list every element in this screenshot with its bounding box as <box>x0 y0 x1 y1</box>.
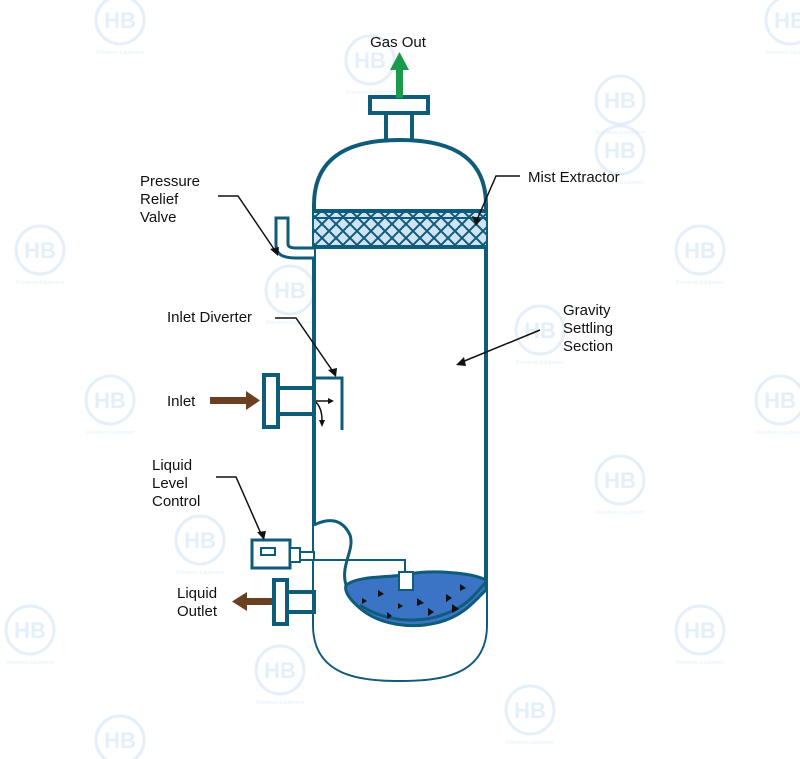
svg-text:HB: HB <box>774 8 800 33</box>
watermark-logo: HB Petroleum Equipment <box>174 514 226 576</box>
svg-text:Petroleum Equipment: Petroleum Equipment <box>596 180 645 186</box>
svg-text:Petroleum Equipment: Petroleum Equipment <box>266 320 315 326</box>
watermark-logo: HB Petroleum Equipment <box>594 454 646 516</box>
svg-text:Liquid: Liquid <box>177 585 217 602</box>
svg-text:HB: HB <box>684 238 716 263</box>
mist-extractor-pad <box>314 209 486 249</box>
watermark-logo: HB Petroleum Equipment <box>4 604 56 666</box>
svg-text:Petroleum Equipment: Petroleum Equipment <box>346 90 395 96</box>
svg-text:Petroleum Equipment: Petroleum Equipment <box>16 280 65 286</box>
mist-extractor-label: Mist Extractor <box>528 169 620 186</box>
svg-text:Liquid: Liquid <box>152 457 192 474</box>
watermark-logo: HB Petroleum Equipment <box>254 644 306 706</box>
svg-text:Petroleum Equipment: Petroleum Equipment <box>176 570 225 576</box>
gravity-settling-label: Gravity Settling Section <box>563 302 613 355</box>
svg-text:Petroleum Equipment: Petroleum Equipment <box>766 50 800 56</box>
liquid-outlet-nozzle <box>272 578 316 626</box>
svg-text:HB: HB <box>184 528 216 553</box>
svg-text:Level: Level <box>152 475 188 492</box>
svg-text:Petroleum Equipment: Petroleum Equipment <box>756 430 800 436</box>
svg-text:Control: Control <box>152 493 200 510</box>
inlet-arrow <box>210 391 260 410</box>
svg-text:HB: HB <box>604 468 636 493</box>
pressure-relief-valve-label: Pressure Relief Valve <box>140 173 200 226</box>
svg-text:Petroleum Equipment: Petroleum Equipment <box>86 430 135 436</box>
liquid-level-controller <box>250 538 315 570</box>
liquid-outlet-arrow <box>232 592 272 611</box>
svg-text:Relief: Relief <box>140 191 179 208</box>
svg-text:Petroleum Equipment: Petroleum Equipment <box>6 660 55 666</box>
watermark-logo: HB Petroleum Equipment <box>264 264 316 326</box>
svg-text:Valve: Valve <box>140 209 176 226</box>
gas-out-arrow <box>390 52 409 98</box>
svg-text:HB: HB <box>604 138 636 163</box>
watermark-logo: HB Petroleum Equipment <box>674 224 726 286</box>
svg-text:Petroleum Equipment: Petroleum Equipment <box>256 700 305 706</box>
svg-text:HB: HB <box>354 48 386 73</box>
svg-text:Petroleum Equipment: Petroleum Equipment <box>596 510 645 516</box>
watermark-logo: HB Petroleum Equipment <box>674 604 726 666</box>
inlet-label: Inlet <box>167 393 196 410</box>
svg-text:HB: HB <box>264 658 296 683</box>
svg-text:Petroleum Equipment: Petroleum Equipment <box>596 130 645 136</box>
level-float <box>314 559 414 591</box>
svg-text:Outlet: Outlet <box>177 603 218 620</box>
liquid-level-control-label: Liquid Level Control <box>152 457 200 510</box>
inlet-nozzle <box>262 373 316 429</box>
gas-out-label: Gas Out <box>370 34 427 51</box>
watermark-logo: HB Petroleum Equipment <box>94 0 146 56</box>
svg-text:HB: HB <box>94 388 126 413</box>
pressure-relief-valve <box>274 216 314 260</box>
watermark-logo: HB Petroleum Equipment <box>504 684 556 746</box>
inlet-diverter-label: Inlet Diverter <box>167 309 252 326</box>
svg-text:Settling: Settling <box>563 320 613 337</box>
svg-text:HB: HB <box>104 728 136 753</box>
svg-text:HB: HB <box>274 278 306 303</box>
svg-text:HB: HB <box>24 238 56 263</box>
watermark-logo: HB Petroleum Equipment <box>754 374 800 436</box>
leader-lines <box>216 175 541 537</box>
svg-text:Petroleum Equipment: Petroleum Equipment <box>676 660 725 666</box>
svg-text:HB: HB <box>764 388 796 413</box>
svg-text:Petroleum Equipment: Petroleum Equipment <box>676 280 725 286</box>
watermark-logo: HB Petroleum Equipment <box>344 34 396 96</box>
liquid-pool <box>313 519 488 680</box>
gas-outlet-nozzle <box>368 95 430 143</box>
svg-text:Petroleum Equipment: Petroleum Equipment <box>506 740 555 746</box>
watermark-logo: HB Petroleum Equipment <box>84 374 136 436</box>
watermark-logo: HB Petroleum Equipment <box>594 124 646 186</box>
svg-text:HB: HB <box>14 618 46 643</box>
svg-text:HB: HB <box>104 8 136 33</box>
watermark-logo: HB Petroleum Equipment <box>764 0 800 56</box>
svg-text:HB: HB <box>514 698 546 723</box>
svg-text:Gravity: Gravity <box>563 302 611 319</box>
svg-text:HB: HB <box>604 88 636 113</box>
svg-text:Pressure: Pressure <box>140 173 200 190</box>
watermark-logo: HB Petroleum Equipment <box>14 224 66 286</box>
liquid-outlet-label: Liquid Outlet <box>177 585 218 620</box>
leader-arrowheads <box>257 216 481 540</box>
svg-text:Section: Section <box>563 338 613 355</box>
svg-text:HB: HB <box>684 618 716 643</box>
svg-text:Petroleum Equipment: Petroleum Equipment <box>96 50 145 56</box>
svg-text:Petroleum Equipment: Petroleum Equipment <box>516 360 565 366</box>
watermark-logo: HB Petroleum Equipment <box>594 74 646 136</box>
